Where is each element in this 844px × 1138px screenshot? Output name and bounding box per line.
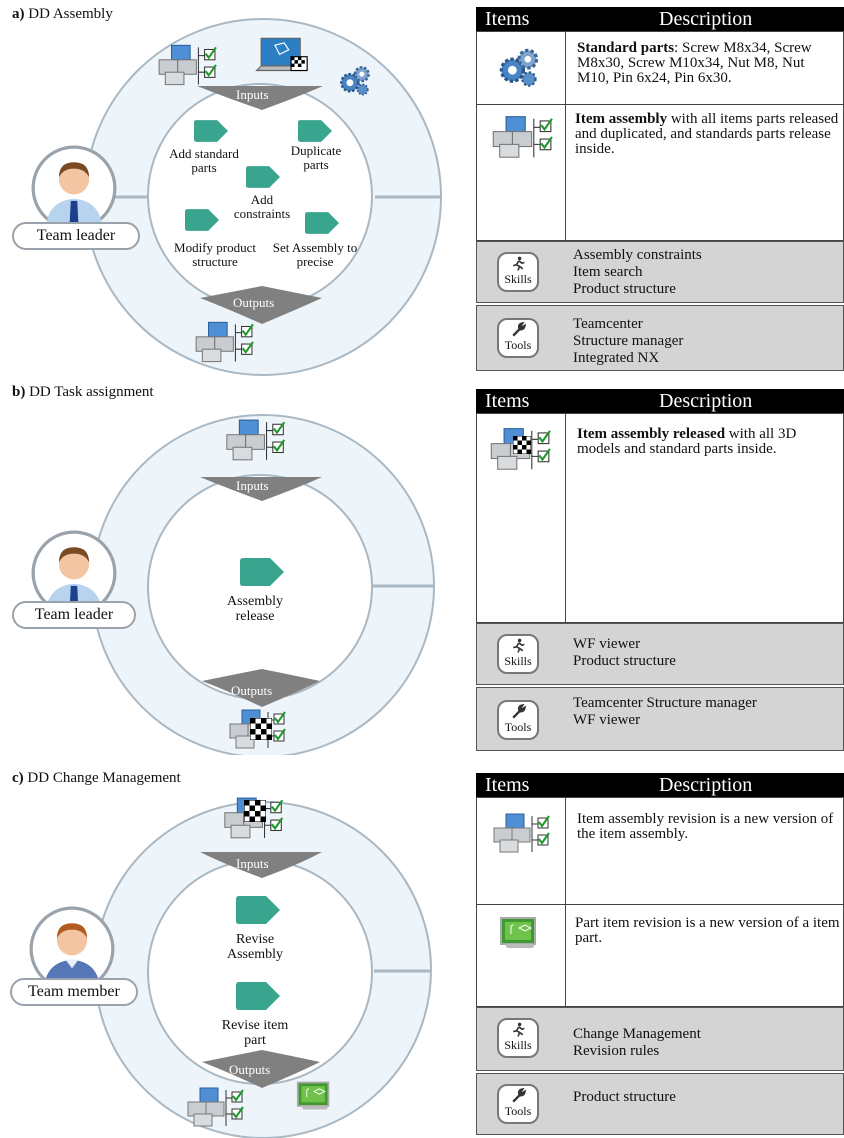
role-label: Team leader — [12, 222, 140, 250]
step-label: Assembly release — [227, 594, 283, 624]
role-label: Team leader — [12, 601, 136, 629]
step-tag-icon — [236, 982, 280, 1010]
section-b-panel: Items Description Item assembly released… — [476, 389, 844, 751]
items-header: Items — [485, 8, 530, 30]
items-table: Standard parts: Screw M8x34, Screw M8x30… — [476, 31, 844, 241]
items-header: Items — [485, 774, 530, 796]
checkered-flag-icon — [244, 800, 266, 822]
assembly-revision-icon — [182, 1086, 246, 1130]
outputs-label: Outputs — [231, 683, 273, 698]
outputs-label: Outputs — [229, 1062, 271, 1077]
step-tag-icon — [236, 896, 280, 924]
item-assembly-icon — [192, 320, 254, 366]
laptop-flag-icon — [254, 36, 312, 82]
outputs-label: Outputs — [233, 295, 275, 310]
item-description: Item assembly released with all 3D model… — [577, 426, 797, 457]
section-a-panel: Items Description Standard parts: Screw … — [476, 7, 844, 371]
step-tag-icon — [305, 212, 339, 234]
tools-badge: Tools — [497, 1084, 539, 1124]
item-description: Part item revision is a new version of a… — [575, 915, 840, 946]
step-tag-icon — [194, 120, 228, 142]
skills-badge: Skills — [497, 634, 539, 674]
panel-header: Items Description — [476, 773, 844, 797]
item-assembly-icon — [155, 43, 217, 89]
skills-badge: Skills — [497, 1018, 539, 1058]
step-label: Revise item part — [221, 1018, 289, 1048]
team-leader-avatar — [31, 145, 117, 231]
section-b-title: b) DD Task assignment — [12, 384, 154, 400]
gears-icon — [338, 64, 372, 98]
items-header: Items — [485, 390, 530, 412]
step-tag-icon — [240, 558, 284, 586]
wrench-icon — [510, 322, 526, 338]
step-tag-icon — [246, 166, 280, 188]
panel-header: Items Description — [476, 7, 844, 31]
item-assembly-icon — [211, 418, 297, 464]
gears-icon — [497, 46, 541, 90]
runner-icon — [510, 256, 526, 272]
step-label: Set Assembly to precise — [272, 240, 358, 269]
wrench-icon — [510, 704, 526, 720]
step-tag-icon — [185, 209, 219, 231]
section-c-diagram — [0, 780, 470, 1138]
description-header: Description — [659, 8, 753, 30]
item-assembly-icon — [489, 114, 553, 162]
inputs-label: Inputs — [236, 856, 269, 871]
panel-header: Items Description — [476, 389, 844, 413]
tools-list: Product structure — [573, 1089, 676, 1105]
role-label: Team member — [10, 978, 138, 1006]
tools-box: Tools Product structure — [476, 1073, 844, 1135]
inputs-label: Inputs — [236, 87, 269, 102]
items-table: Item assembly revision is a new version … — [476, 797, 844, 1007]
item-description: Item assembly revision is a new version … — [577, 811, 834, 842]
item-description: Item assembly with all items parts relea… — [575, 111, 839, 157]
step-label: Add constraints — [233, 192, 291, 221]
assembly-revision-icon — [489, 812, 551, 856]
tools-badge: Tools — [497, 700, 539, 740]
tools-badge: Tools — [497, 318, 539, 358]
checkered-flag-icon — [513, 436, 531, 454]
step-label: Modify product structure — [174, 240, 256, 269]
inputs-label: Inputs — [236, 478, 269, 493]
wrench-icon — [510, 1088, 526, 1104]
step-label: Add standard parts — [169, 146, 239, 175]
item-description: Standard parts: Screw M8x34, Screw M8x30… — [577, 40, 812, 86]
description-header: Description — [659, 774, 753, 796]
step-tag-icon — [298, 120, 332, 142]
items-table: Item assembly released with all 3D model… — [476, 413, 844, 623]
step-label: Duplicate parts — [290, 143, 342, 172]
description-header: Description — [659, 390, 753, 412]
section-c-title: c) DD Change Management — [12, 770, 181, 786]
section-c-panel: Items Description Item assembly revision… — [476, 773, 844, 1135]
part-revision-icon — [296, 1080, 332, 1112]
part-revision-icon — [499, 916, 539, 950]
section-a-title: a) DD Assembly — [12, 6, 113, 22]
step-label: Revise Assembly — [227, 932, 283, 962]
skills-badge: Skills — [497, 252, 539, 292]
runner-icon — [510, 638, 526, 654]
runner-icon — [510, 1022, 526, 1038]
checkered-flag-icon — [250, 718, 272, 740]
